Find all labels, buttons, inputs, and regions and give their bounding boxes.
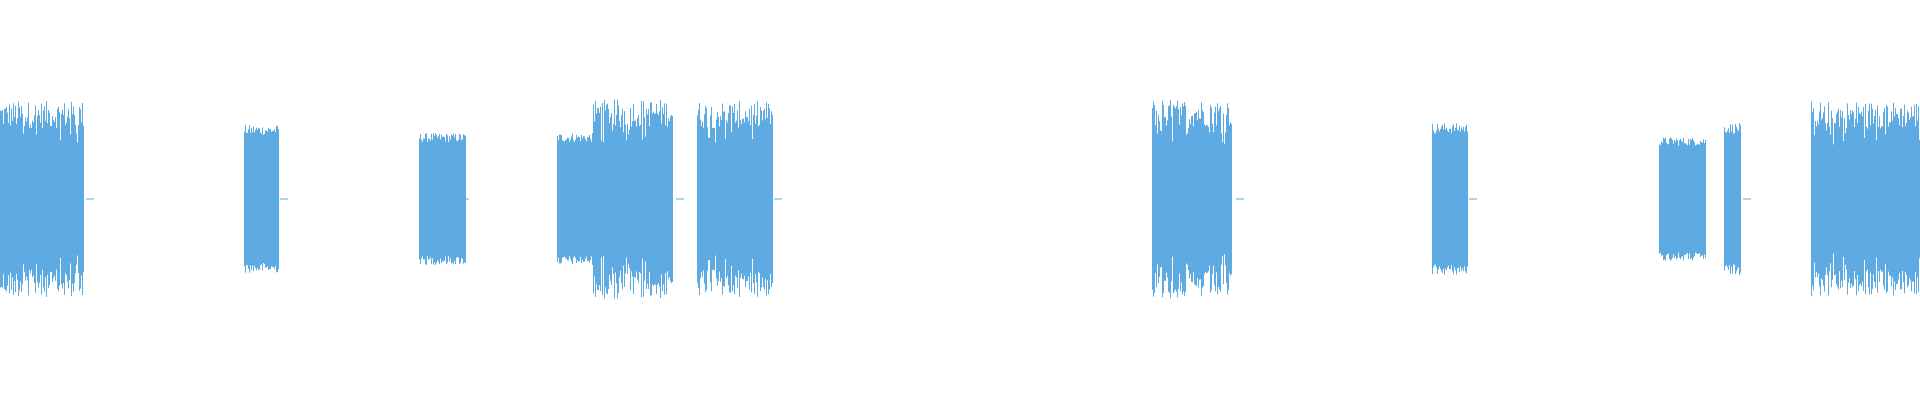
waveform-burst-detail: [1432, 123, 1468, 275]
waveform-burst-detail: [419, 133, 466, 265]
waveform-burst-detail: [244, 125, 279, 273]
waveform-burst-detail: [1811, 101, 1920, 297]
waveform-burst-detail: [557, 133, 594, 265]
waveform-burst-detail: [1724, 123, 1741, 275]
waveform-bursts: [0, 99, 1920, 299]
waveform-burst-detail: [1152, 99, 1232, 299]
waveform-burst-detail: [593, 99, 673, 299]
waveform-burst-detail: [0, 101, 84, 297]
waveform-burst-detail: [1659, 137, 1706, 261]
waveform-burst-detail: [697, 101, 773, 297]
